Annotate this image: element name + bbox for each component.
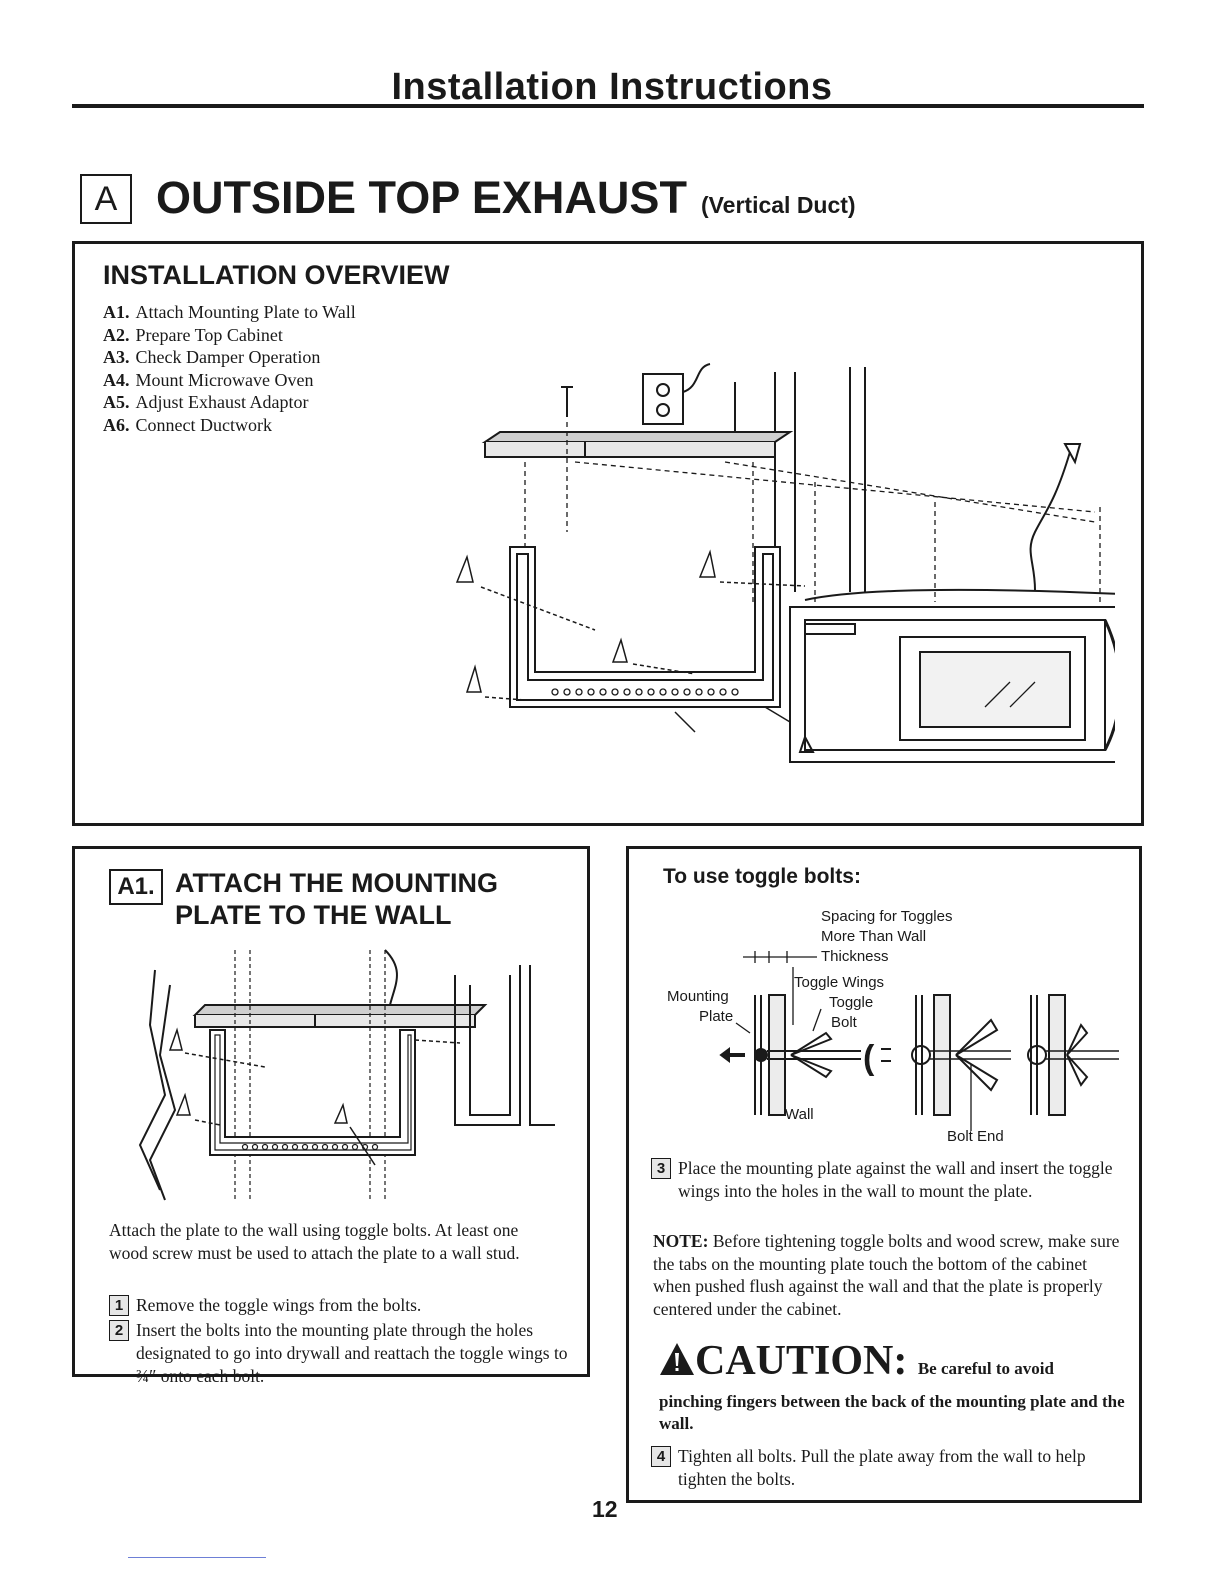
section-subtitle: (Vertical Duct) xyxy=(700,192,856,218)
step-number-badge: 1 xyxy=(109,1295,129,1316)
bolt-stage-3 xyxy=(1027,994,1119,1116)
label-thickness: Thickness xyxy=(821,948,889,965)
item-text: Check Damper Operation xyxy=(135,347,321,368)
item-code: A1. xyxy=(103,302,130,322)
list-item: A4.Mount Microwave Oven xyxy=(103,369,356,392)
item-text: Adjust Exhaust Adaptor xyxy=(135,392,309,413)
toggle-bolt-diagram: Spacing for Toggles More Than Wall Thick… xyxy=(667,908,1119,1145)
mounting-plate-wall-illustration xyxy=(138,949,555,1201)
step-text: Place the mounting plate against the wal… xyxy=(678,1158,1113,1201)
a1-attach-mounting-plate-panel: A1. ATTACH THE MOUNTING PLATE TO THE WAL… xyxy=(72,846,590,1386)
a1-step-code-box: A1. xyxy=(109,869,163,905)
caution-block: CAUTION: Be careful to avoid pinching fi… xyxy=(659,1339,1129,1435)
svg-text:(: ( xyxy=(863,1039,875,1077)
section-title-main: OUTSIDE TOP EXHAUST xyxy=(156,172,687,223)
item-text: Mount Microwave Oven xyxy=(135,369,314,390)
caution-heading: CAUTION: Be careful to avoid xyxy=(659,1339,1129,1391)
step-text: Remove the toggle wings from the bolts. xyxy=(136,1295,422,1315)
label-bolt: Bolt xyxy=(831,1014,858,1031)
list-item: A3.Check Damper Operation xyxy=(103,346,356,369)
caution-word: CAUTION: xyxy=(695,1338,908,1384)
item-text: Prepare Top Cabinet xyxy=(135,324,283,345)
item-code: A3. xyxy=(103,347,130,368)
bolt-stage-1: ( xyxy=(719,994,891,1116)
item-code: A4. xyxy=(103,369,130,390)
item-text: Attach Mounting Plate to Wall xyxy=(135,302,356,322)
item-code: A6. xyxy=(103,414,130,435)
caution-text: pinching fingers between the back of the… xyxy=(659,1392,1125,1433)
label-toggle: Toggle xyxy=(829,994,873,1011)
caution-lead: Be careful to avoid xyxy=(917,1359,1054,1378)
label-mounting: Mounting xyxy=(667,988,729,1005)
label-bolt-end: Bolt End xyxy=(947,1128,1004,1145)
label-wall: Wall xyxy=(785,1106,814,1123)
list-item: A6.Connect Ductwork xyxy=(103,414,356,437)
page-header-title: Installation Instructions xyxy=(391,66,833,108)
step-text: Insert the bolts into the mounting plate… xyxy=(136,1320,568,1386)
overview-list: A1.Attach Mounting Plate to Wall A2.Prep… xyxy=(103,301,356,437)
list-item: A2.Prepare Top Cabinet xyxy=(103,324,356,347)
step-number-badge: 4 xyxy=(651,1446,671,1467)
label-toggle-wings: Toggle Wings xyxy=(794,974,884,991)
a1-title: ATTACH THE MOUNTING PLATE TO THE WALL xyxy=(175,868,498,930)
label-more-than-wall: More Than Wall xyxy=(821,928,926,945)
toggle-bolts-panel: To use toggle bolts: Spacing for Toggles… xyxy=(626,846,1142,1503)
item-code: A5. xyxy=(103,392,130,413)
label-spacing: Spacing for Toggles xyxy=(821,908,952,925)
overview-heading: INSTALLATION OVERVIEW xyxy=(103,260,450,290)
item-text: Connect Ductwork xyxy=(135,414,272,435)
warning-triangle-icon xyxy=(660,1343,694,1375)
a1-intro-text: Attach the plate to the wall using toggl… xyxy=(109,1220,520,1263)
step-number-badge: 2 xyxy=(109,1320,129,1341)
header-rule xyxy=(72,104,1144,108)
item-code: A2. xyxy=(103,324,130,345)
toggle-bolts-heading: To use toggle bolts: xyxy=(663,865,861,888)
section-title: OUTSIDE TOP EXHAUST (Vertical Duct) xyxy=(156,172,856,224)
section-letter-box: A xyxy=(80,174,132,224)
note-label: NOTE: xyxy=(653,1231,709,1251)
installation-overview-panel: INSTALLATION OVERVIEW A1.Attach Mounting… xyxy=(72,241,1144,826)
footer-link-underline xyxy=(128,1557,266,1558)
label-plate: Plate xyxy=(699,1008,733,1025)
bolt-stage-2 xyxy=(911,994,1011,1131)
microwave-installation-illustration xyxy=(455,363,1115,763)
page-number: 12 xyxy=(592,1496,618,1522)
note-paragraph: NOTE: Before tightening toggle bolts and… xyxy=(653,1230,1123,1320)
step-number-badge: 3 xyxy=(651,1158,671,1179)
list-item: A1.Attach Mounting Plate to Wall xyxy=(103,301,356,324)
note-text: Before tightening toggle bolts and wood … xyxy=(653,1231,1120,1319)
step-text: Tighten all bolts. Pull the plate away f… xyxy=(678,1446,1086,1489)
list-item: A5.Adjust Exhaust Adaptor xyxy=(103,391,356,414)
